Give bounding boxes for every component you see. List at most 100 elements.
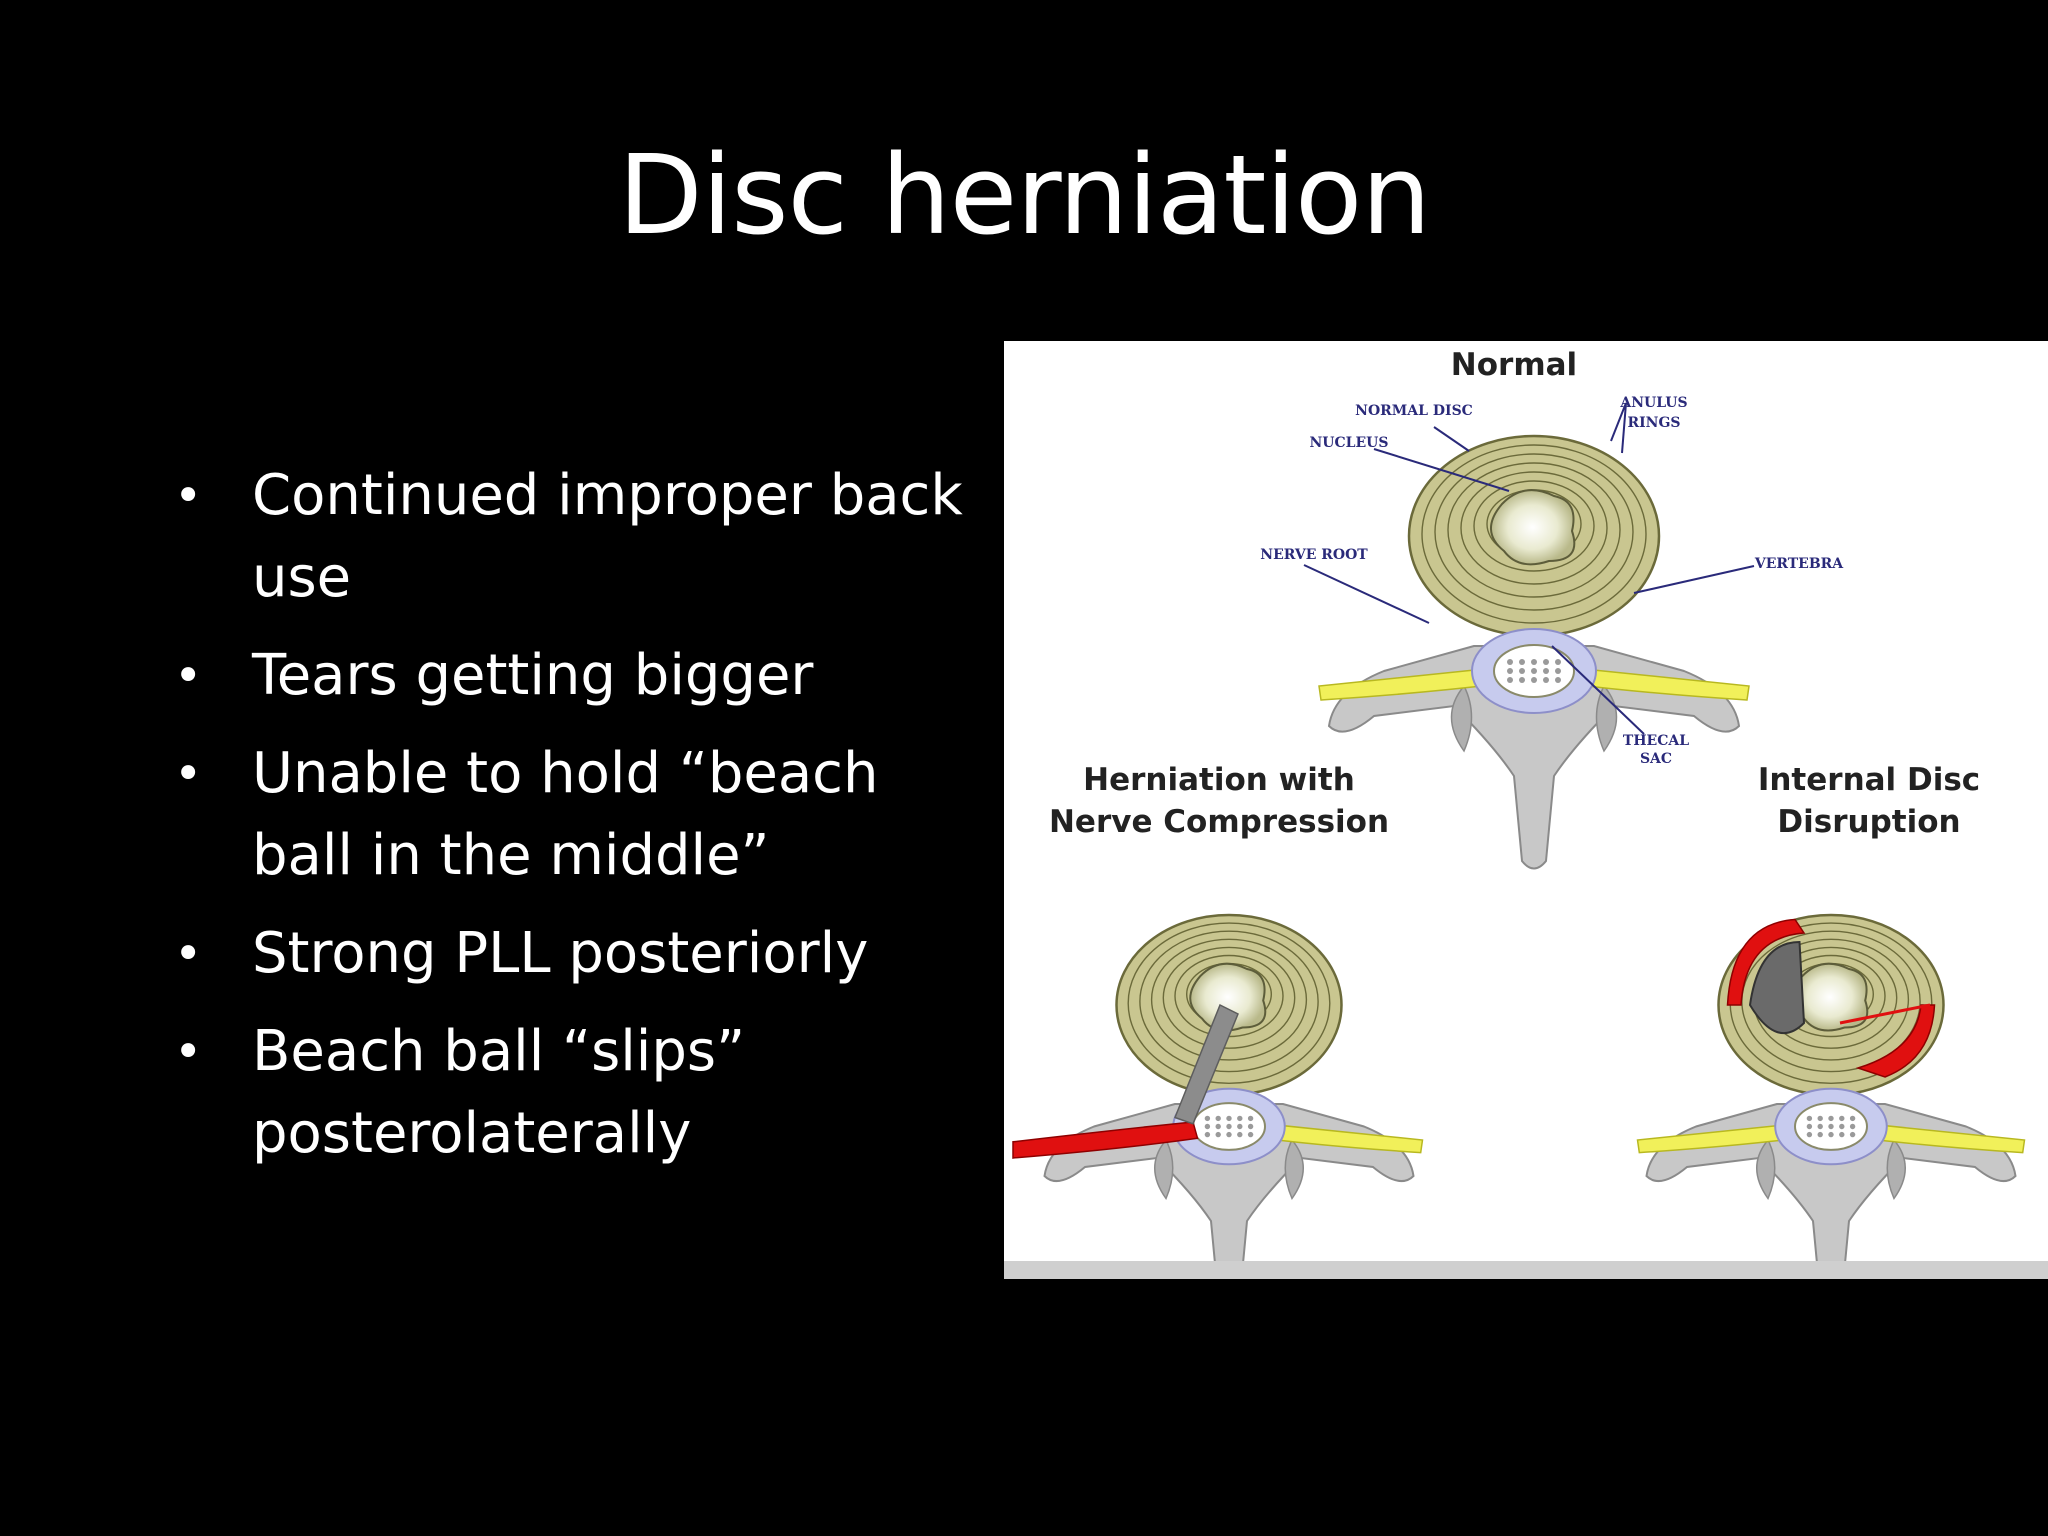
nerve-dot <box>1828 1131 1834 1138</box>
bullet-item: • Tears getting bigger <box>170 635 990 717</box>
nerve-dot <box>1555 668 1561 674</box>
bullet-item: • Continued improper back use <box>170 455 990 619</box>
nerve-dot <box>1507 668 1513 674</box>
nerve-dot <box>1806 1115 1813 1122</box>
bullet-text: Tears getting bigger <box>252 643 814 708</box>
vertebra-bone <box>1327 645 1741 870</box>
bullet-item: • Beach ball “slips” posterolaterally <box>170 1011 990 1175</box>
nerve-dot <box>1507 659 1513 665</box>
nerve-dot <box>1806 1123 1813 1130</box>
nerve-dot <box>1247 1131 1254 1138</box>
nerve-dot <box>1849 1131 1856 1138</box>
bullet-text: Continued improper back use <box>252 463 963 610</box>
anulus-ring <box>1434 453 1634 611</box>
nerve-dot <box>1849 1115 1856 1122</box>
nerve-dot <box>1226 1123 1232 1130</box>
nerve-dot <box>1828 1123 1834 1130</box>
anulus-ring <box>1473 480 1595 572</box>
label-normal-disc: NORMAL DISC <box>1355 403 1473 419</box>
nerve-root-right <box>1259 1122 1424 1154</box>
nerve-dot <box>1237 1115 1243 1122</box>
nerve-dot <box>1204 1131 1211 1138</box>
panel-title-herniation-line1: Herniation with <box>1083 762 1355 798</box>
anulus-ring <box>1127 922 1331 1085</box>
anulus-ring <box>1150 938 1308 1061</box>
bullet-list: • Continued improper back use • Tears gett… <box>170 455 990 1191</box>
herniation-vertebra <box>1012 913 1424 1279</box>
nerve-dot <box>1531 668 1537 674</box>
annular-tear <box>1726 918 1806 1006</box>
nucleus <box>1490 489 1576 566</box>
bullet-dot: • <box>174 468 203 524</box>
nerve-dot <box>1204 1115 1211 1122</box>
facet-left <box>1154 1139 1174 1201</box>
nerve-dot <box>1817 1123 1823 1130</box>
bullet-dot: • <box>174 1024 203 1080</box>
nerve-dot <box>1839 1115 1845 1122</box>
nerve-root-left <box>1318 667 1500 701</box>
nerve-dot <box>1555 677 1561 683</box>
normal-disc-leader <box>1433 426 1470 452</box>
nerve-dot <box>1237 1131 1243 1138</box>
nerve-dot <box>1215 1131 1221 1138</box>
nerve-dot <box>1507 677 1513 683</box>
facet-left <box>1756 1139 1776 1201</box>
label-anulus-line1: ANULUS <box>1620 395 1688 411</box>
anulus-ring <box>1139 930 1319 1073</box>
bullet-text: Beach ball “slips” posterolaterally <box>252 1019 746 1166</box>
compressed-nerve <box>1012 1121 1199 1159</box>
nerve-dot <box>1543 659 1549 665</box>
bullet-dot: • <box>174 926 203 982</box>
nerve-root-left <box>1636 1122 1801 1154</box>
nerve-dot <box>1817 1131 1823 1138</box>
nerve-dot <box>1237 1123 1243 1130</box>
annular-tear <box>1855 1004 1936 1078</box>
nerve-dot <box>1519 668 1525 674</box>
anulus-leader <box>1610 402 1627 442</box>
nerve-dot <box>1828 1115 1834 1122</box>
bullet-text: Strong PLL posteriorly <box>252 921 869 986</box>
nerve-dot <box>1519 659 1525 665</box>
label-nucleus: NUCLEUS <box>1309 435 1389 451</box>
panel-title-internal-line2: Disruption <box>1777 804 1961 840</box>
disc-diagram-svg <box>1012 402 2026 1279</box>
slide-title: Disc herniation <box>617 131 1431 259</box>
nerve-dot <box>1817 1115 1823 1122</box>
vertebra-bone <box>1043 1103 1415 1279</box>
nerve-dot <box>1215 1115 1221 1122</box>
nerve-root-leader <box>1303 564 1430 624</box>
label-leader-lines <box>1303 402 1755 735</box>
panel-title-internal-line1: Internal Disc <box>1757 762 1981 798</box>
label-anulus-line2: RINGS <box>1627 415 1681 431</box>
label-thecal-line2: SAC <box>1639 751 1673 767</box>
nerve-dot <box>1531 677 1537 683</box>
nerve-dot <box>1247 1115 1254 1122</box>
herniation-streak <box>1174 1003 1239 1125</box>
anulus-leader-2 <box>1621 402 1627 454</box>
figure-bottom-bar <box>1004 1261 2048 1279</box>
vertebra-bone <box>1645 1103 2017 1279</box>
nerve-dot <box>1849 1123 1856 1130</box>
nerve-dot <box>1519 677 1525 683</box>
nerve-root-right <box>1861 1122 2026 1154</box>
label-thecal-line1: THECAL <box>1622 733 1690 749</box>
nerve-dot <box>1543 677 1549 683</box>
facet-right <box>1284 1139 1304 1201</box>
bullet-item: • Strong PLL posteriorly <box>170 913 990 995</box>
anulus-ring <box>1460 471 1608 585</box>
facet-left <box>1450 685 1473 753</box>
nerve-dot <box>1839 1123 1845 1130</box>
internal-disruption-vertebra <box>1636 913 2026 1279</box>
disrupted-nucleus <box>1748 940 1806 1034</box>
nucleus-leader <box>1373 448 1510 492</box>
nerve-dot <box>1543 668 1549 674</box>
nerve-dot <box>1839 1131 1845 1138</box>
thecal-sac-leader <box>1551 645 1645 735</box>
normal-vertebra <box>1318 434 1750 870</box>
anulus-ring <box>1162 946 1296 1049</box>
nerve-dot <box>1226 1115 1232 1122</box>
anulus-ring <box>1421 444 1647 624</box>
nerve-dot <box>1806 1131 1813 1138</box>
bullet-dot: • <box>174 648 203 704</box>
label-nerve-root: NERVE ROOT <box>1260 547 1368 563</box>
